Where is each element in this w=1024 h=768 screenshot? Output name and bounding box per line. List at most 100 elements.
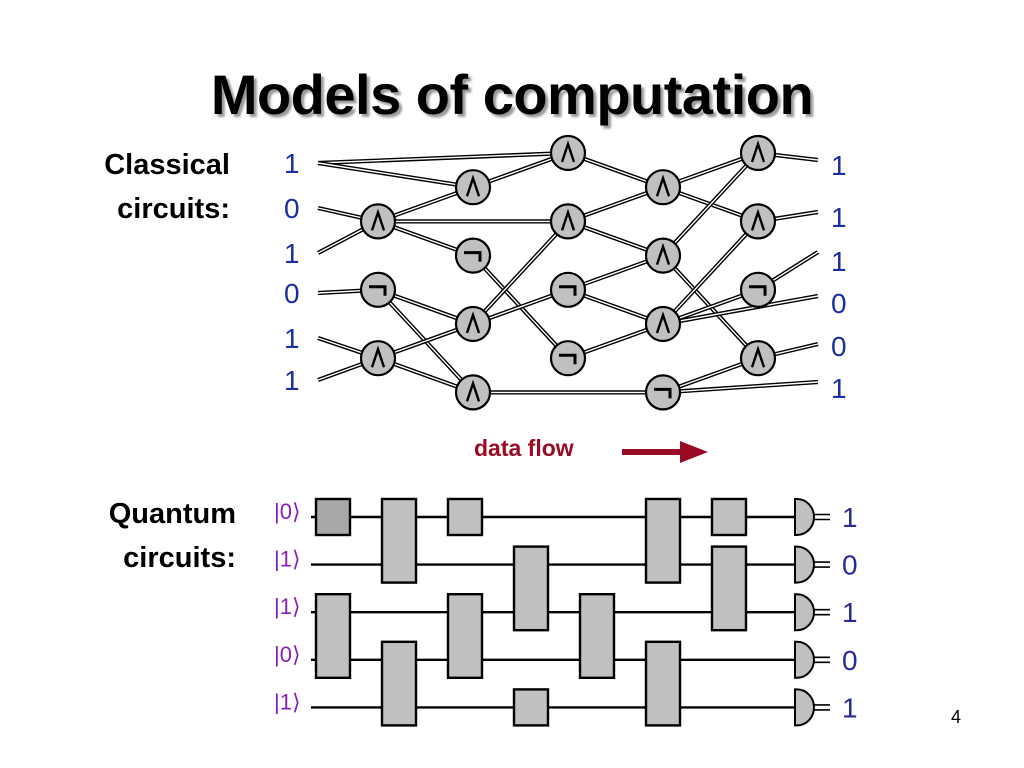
quantum-io-labels: |0⟩ |1⟩ |1⟩ |0⟩ |1⟩ 1 0 1 0 1 xyxy=(274,499,858,723)
classical-gates xyxy=(359,134,777,411)
two-qubit-gate xyxy=(512,545,550,632)
not-symbol-icon xyxy=(654,387,672,399)
single-qubit-gate xyxy=(710,497,748,537)
measurement-icon xyxy=(794,688,830,727)
measurement-icon xyxy=(794,498,830,536)
not-gate xyxy=(359,271,397,308)
and-symbol-icon xyxy=(465,311,481,334)
quantum-circuits-label: Quantum circuits: xyxy=(60,492,236,580)
and-gate xyxy=(739,203,777,240)
and-gate xyxy=(454,169,492,206)
classical-wire xyxy=(471,219,570,326)
qubit-output-bit: 1 xyxy=(842,692,858,723)
not-gate xyxy=(454,237,492,274)
quantum-measurements xyxy=(794,498,830,727)
measurement-icon xyxy=(794,593,830,632)
classical-output-bit: 1 xyxy=(831,202,847,233)
classical-io-labels: 1 0 1 0 1 1 1 1 1 0 0 1 xyxy=(284,148,847,404)
and-gate xyxy=(359,340,397,377)
classical-input-bit: 0 xyxy=(284,278,300,309)
and-symbol-icon xyxy=(370,208,386,231)
qubit-output-bit: 1 xyxy=(842,502,858,533)
not-symbol-icon xyxy=(559,353,577,365)
and-symbol-icon xyxy=(370,345,386,368)
and-symbol-icon xyxy=(750,345,766,368)
qubit-output-bit: 1 xyxy=(842,597,858,628)
and-symbol-icon xyxy=(750,140,766,163)
qubit-input-ket: |0⟩ xyxy=(274,642,301,667)
single-qubit-gate xyxy=(512,688,550,727)
classical-wire xyxy=(317,160,474,190)
and-symbol-icon xyxy=(465,174,481,197)
qubit-input-ket: |0⟩ xyxy=(274,499,301,524)
two-qubit-gate xyxy=(380,640,418,727)
and-symbol-icon xyxy=(655,311,671,334)
classical-input-bit: 1 xyxy=(284,365,300,396)
two-qubit-gate xyxy=(380,497,418,584)
classical-output-bit: 0 xyxy=(831,331,847,362)
two-qubit-gate xyxy=(446,593,484,680)
and-gate xyxy=(454,305,492,343)
and-gate xyxy=(739,134,777,172)
classical-label-line1: Classical xyxy=(104,149,230,181)
and-gate xyxy=(644,169,682,206)
and-symbol-icon xyxy=(465,379,481,402)
classical-output-bit: 0 xyxy=(831,288,847,319)
and-gate xyxy=(644,305,682,343)
classical-wire xyxy=(661,219,760,326)
classical-input-bit: 0 xyxy=(284,193,300,224)
two-qubit-gate xyxy=(644,640,682,727)
qubit-output-bit: 0 xyxy=(842,550,858,581)
classical-wire xyxy=(317,150,569,166)
two-qubit-gate xyxy=(644,497,682,584)
and-gate xyxy=(359,203,397,240)
quantum-gates xyxy=(314,497,748,727)
classical-input-bit: 1 xyxy=(284,323,300,354)
two-qubit-gate xyxy=(710,545,748,632)
quantum-label-line1: Quantum xyxy=(108,498,236,530)
not-symbol-icon xyxy=(464,251,482,262)
and-gate xyxy=(454,374,492,411)
not-symbol-icon xyxy=(369,285,387,296)
and-gate xyxy=(549,203,587,240)
single-qubit-gate xyxy=(314,497,352,537)
and-symbol-icon xyxy=(655,242,671,265)
and-symbol-icon xyxy=(655,174,671,197)
two-qubit-gate xyxy=(578,593,616,680)
and-gate xyxy=(739,340,777,377)
slide-title: Models of computation xyxy=(210,63,814,126)
classical-wire xyxy=(661,151,760,258)
arrow-right-icon xyxy=(622,441,708,463)
measurement-icon xyxy=(794,640,830,679)
classical-circuits-label: Classical circuits: xyxy=(60,143,230,231)
qubit-input-ket: |1⟩ xyxy=(274,547,301,572)
measurement-icon xyxy=(794,545,830,584)
classical-output-bit: 1 xyxy=(831,246,847,277)
classical-label-line2: circuits: xyxy=(117,193,230,225)
classical-wire xyxy=(662,379,819,395)
not-symbol-icon xyxy=(749,285,767,296)
classical-input-bit: 1 xyxy=(284,148,300,179)
two-qubit-gate xyxy=(314,593,352,680)
not-gate xyxy=(549,271,587,308)
and-symbol-icon xyxy=(750,208,766,231)
and-symbol-icon xyxy=(560,140,576,163)
page-number: 4 xyxy=(951,707,962,727)
classical-input-bit: 1 xyxy=(284,238,300,269)
qubit-input-ket: |1⟩ xyxy=(274,689,301,714)
qubit-input-ket: |1⟩ xyxy=(274,594,301,619)
not-gate xyxy=(644,374,682,411)
data-flow-label: data flow xyxy=(474,435,574,461)
and-gate xyxy=(549,134,587,172)
classical-wire xyxy=(662,293,819,327)
qubit-output-bit: 0 xyxy=(842,645,858,676)
classical-output-bit: 1 xyxy=(831,150,847,181)
and-gate xyxy=(644,237,682,274)
not-gate xyxy=(549,340,587,377)
classical-output-bit: 1 xyxy=(831,373,847,404)
not-gate xyxy=(739,271,777,308)
not-symbol-icon xyxy=(559,285,577,296)
